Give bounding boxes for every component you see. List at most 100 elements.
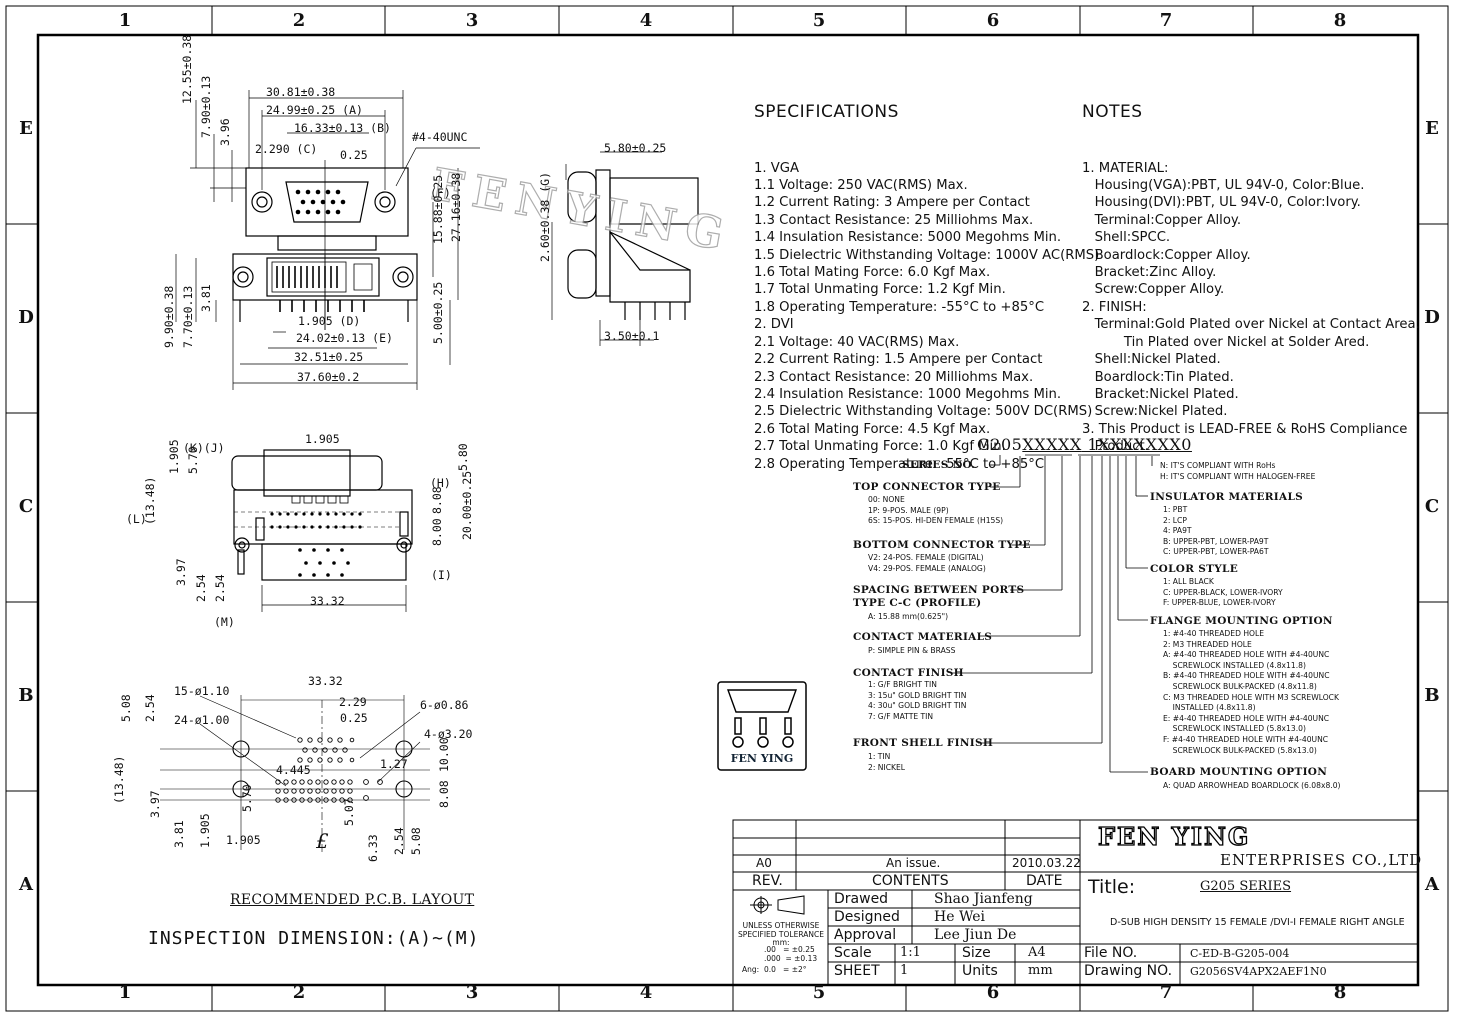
pcb-holes [275, 737, 383, 803]
logo-caption: FEN YING [730, 752, 794, 765]
dimension-label: 12.55±0.38 [180, 34, 194, 104]
dimension-label: 7.90±0.13 [199, 75, 213, 138]
spacing-title-2: TYPE C-C (PROFILE) [853, 597, 982, 609]
zone-col-label: 7 [1159, 10, 1173, 31]
board-mount-title: BOARD MOUNTING OPTION [1150, 766, 1328, 778]
zone-row-label: D [18, 307, 34, 328]
flange-title: FLANGE MOUNTING OPTION [1150, 615, 1333, 627]
dimension-label: (H) [430, 476, 451, 490]
insulator-title: INSULATOR MATERIALS [1150, 491, 1304, 503]
front-view-pins [295, 189, 346, 215]
dimension-label: 20.00±0.25 [460, 470, 474, 540]
text-line: 2.6 Total Mating Force: 4.5 Kgf Max. [754, 421, 991, 437]
part-number-base: G205 [977, 435, 1023, 454]
designed-label: Designed [834, 909, 900, 925]
dimension-label: 27.16±0.38 [449, 172, 463, 242]
zone-row-label: E [1425, 118, 1439, 139]
zone-col-label: 1 [118, 982, 132, 1003]
dimension-label: 15-ø1.10 [174, 684, 230, 698]
dimension-label: 30.81±0.38 [266, 85, 336, 99]
title-label: Title: [1088, 876, 1136, 898]
zone-row-label: C [1424, 496, 1440, 517]
dimension-label: 2.54 [194, 574, 208, 602]
sheet-value: 1 [900, 963, 909, 978]
text-line: Housing(DVI):PBT, UL 94V-0, Color:Ivory. [1082, 195, 1361, 211]
text-line: Terminal:Copper Alloy. [1082, 212, 1242, 228]
dimension-label: 3.50±0.1 [604, 329, 660, 343]
dimension-label: 7.70±0.13 [181, 285, 195, 348]
dimension-label: (L) [126, 512, 147, 526]
ordering-code-leaders [950, 454, 1160, 773]
dimension-label: 8.00 [430, 518, 444, 546]
dimension-label: 2.29 [339, 695, 367, 709]
dimension-label: 4-ø3.20 [424, 727, 473, 741]
part-number-xs: XXXXX [1022, 435, 1082, 454]
dimension-label: 3.96 [218, 118, 232, 146]
text-line: 1.1 Voltage: 250 VAC(RMS) Max. [754, 178, 968, 194]
text-line: Boardlock:Copper Alloy. [1082, 247, 1251, 263]
text-line: 1.2 Current Rating: 3 Ampere per Contact [754, 195, 1030, 211]
dimension-label: 16.33±0.13 (B) [294, 121, 391, 135]
text-line: 2.4 Insulation Resistance: 1000 Megohms … [754, 386, 1062, 402]
text-line: 2.7 Total Unmating Force: 1.0 Kgf Min. [754, 439, 1006, 455]
series-no-label: SERIES NO. [902, 459, 976, 471]
zone-row-label: D [1424, 307, 1440, 328]
zone-row-label: E [19, 118, 33, 139]
text-line: 2.2 Current Rating: 1.5 Ampere per Conta… [754, 352, 1043, 368]
rev-value: A0 [756, 856, 772, 870]
text-line: Shell:Nickel Plated. [1082, 352, 1221, 368]
insulator-options: 1: PBT 2: LCP 4: PA9T B: UPPER-PBT, LOWE… [1163, 505, 1269, 557]
dimension-label: 10.00 [437, 737, 451, 772]
dimension-label: 8.08 [430, 486, 444, 514]
inspection-dimension-caption: INSPECTION DIMENSION:(A)~(M) [148, 928, 480, 949]
text-line: Screw:Copper Alloy. [1082, 282, 1225, 298]
text-line: 1.4 Insulation Resistance: 5000 Megohms … [754, 230, 1062, 246]
zone-col-label: 5 [812, 982, 826, 1003]
scale-label: Scale [834, 945, 872, 961]
dimension-label: 6.33 [366, 834, 380, 862]
company-brand: FEN YING [1097, 821, 1251, 851]
centerline-symbol: £ [316, 829, 329, 853]
tolerance-text: UNLESS OTHERWISE SPECIFIED TOLERANCE mm: [738, 921, 824, 947]
recommended-pcb-caption: RECOMMENDED P.C.B. LAYOUT [230, 892, 475, 908]
top-connector-options: 00: NONE 1P: 9-POS. MALE (9P) 6S: 15-POS… [868, 495, 1004, 526]
text-line: Bracket:Nickel Plated. [1082, 386, 1239, 402]
dimension-label: 1.905 [305, 432, 340, 446]
drawed-label: Drawed [834, 891, 889, 907]
zone-col-label: 4 [639, 982, 653, 1003]
front-shell-title: FRONT SHELL FINISH [853, 737, 994, 749]
notes-heading: NOTES [1082, 101, 1143, 122]
dimension-label: (F) [430, 186, 451, 200]
text-line: Shell:SPCC. [1082, 230, 1171, 246]
text-line: Screw:Nickel Plated. [1082, 404, 1228, 420]
dimension-label: (K)(J) [183, 441, 225, 455]
dimension-label: (I) [431, 568, 452, 582]
scale-value: 1:1 [900, 945, 921, 960]
dimension-label: 24.99±0.25 (A) [266, 103, 363, 117]
text-line: 1.3 Contact Resistance: 25 Milliohms Max… [754, 212, 1034, 228]
dimension-label: 1.905 (D) [298, 314, 361, 328]
zone-row-label: A [1425, 874, 1439, 895]
dimension-label: 5.08 [409, 827, 423, 855]
board-mount-options: A: QUAD ARROWHEAD BOARDLOCK (6.08x8.0) [1163, 781, 1341, 790]
bottom-view-holes [270, 512, 362, 577]
dimension-label: 9.90±0.38 [162, 285, 176, 348]
dimension-label: #4-40UNC [412, 130, 468, 144]
dimension-label: 5.70 [186, 446, 200, 474]
designed-value: He Wei [934, 909, 985, 925]
file-no-value: C-ED-B-G205-004 [1190, 947, 1290, 960]
tolerance-values: .00 = ±0.25 .000 = ±0.13 [764, 945, 818, 963]
dimension-label: 33.32 [310, 594, 345, 608]
text-line: 1. VGA [754, 160, 800, 176]
dimension-label: 3.81 [172, 820, 186, 848]
bottom-view [231, 449, 413, 612]
zone-row-label: B [1424, 685, 1440, 706]
dimension-label: (13.48) [143, 476, 157, 525]
date-value: 2010.03.22 [1012, 856, 1081, 870]
drawing-no-label: Drawing NO. [1084, 963, 1173, 979]
rev-header: REV. [752, 873, 783, 889]
dimension-label: 1.905 [226, 833, 261, 847]
front-view-dim-lines [175, 90, 480, 390]
text-line: 1. MATERIAL: [1082, 160, 1169, 176]
